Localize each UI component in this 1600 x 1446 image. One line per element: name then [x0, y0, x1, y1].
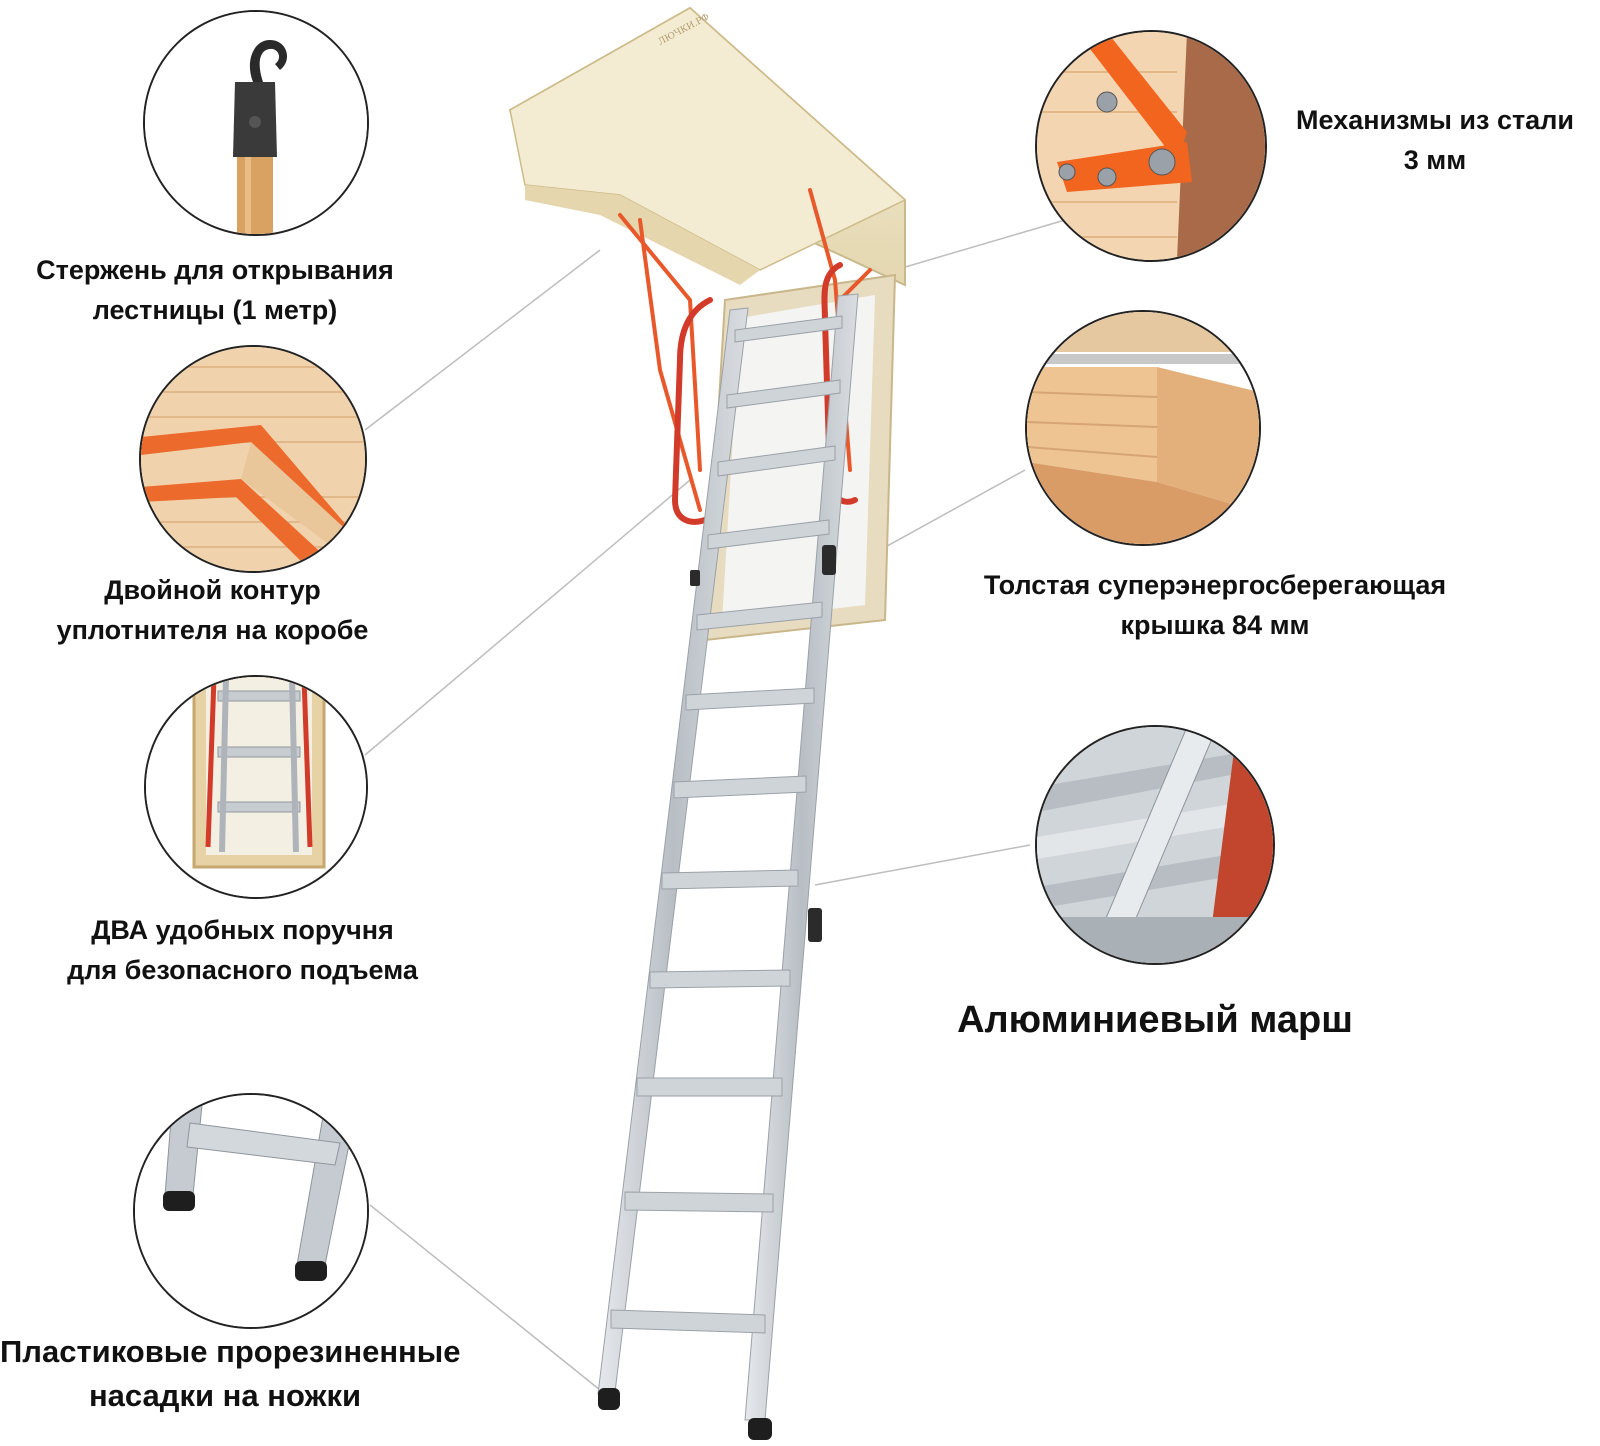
feature-image-lid — [1025, 310, 1261, 546]
ladder-rungs — [610, 315, 843, 1334]
feature-label-mechanism-line2: 3 мм — [1403, 145, 1467, 175]
feature-label-rod-line1: Стержень для открывания — [36, 255, 394, 285]
feature-label-rod-line2: лестницы (1 метр) — [92, 295, 338, 325]
feature-image-rod — [143, 10, 369, 236]
feature-label-feet: Пластиковые прорезиненные насадки на нож… — [0, 1330, 461, 1418]
feature-label-handrails: ДВА удобных поручня для безопасного подъ… — [0, 910, 485, 990]
ladder-rails — [597, 293, 859, 1421]
feature-label-handrails-line2: для безопасного подъема — [67, 955, 418, 985]
feature-label-feet-line1: Пластиковые прорезиненные — [0, 1334, 461, 1369]
feature-label-rod: Стержень для открывания лестницы (1 метр… — [0, 250, 430, 330]
feature-label-flight: Алюминиевый марш — [940, 1000, 1370, 1040]
feature-label-mechanism-line1: Механизмы из стали — [1296, 105, 1574, 135]
feature-label-seal: Двойной контур уплотнителя на коробе — [0, 570, 425, 650]
feature-label-mechanism: Механизмы из стали 3 мм — [1270, 100, 1600, 180]
feature-image-handrails — [144, 675, 368, 899]
feature-label-lid-line1: Толстая суперэнергосберегающая — [983, 570, 1447, 600]
feature-label-seal-line2: уплотнителя на коробе — [56, 615, 369, 645]
feature-image-seal — [139, 345, 367, 573]
feature-label-handrails-line1: ДВА удобных поручня — [91, 915, 394, 945]
ladder-feet — [598, 1388, 772, 1440]
feature-label-lid: Толстая суперэнергосберегающая крышка 84… — [940, 565, 1490, 645]
feature-label-seal-line1: Двойной контур — [104, 575, 321, 605]
hinges — [690, 545, 836, 942]
feature-image-feet — [133, 1093, 369, 1329]
feature-label-lid-line2: крышка 84 мм — [1120, 610, 1310, 640]
feature-image-mechanism — [1035, 30, 1267, 262]
hatch-box: ЛЮЧКИ.РФ — [508, 6, 907, 287]
feature-label-feet-line2: насадки на ножки — [88, 1378, 362, 1413]
feature-label-flight-line1: Алюминиевый марш — [957, 999, 1353, 1041]
feature-image-flight — [1035, 725, 1275, 965]
